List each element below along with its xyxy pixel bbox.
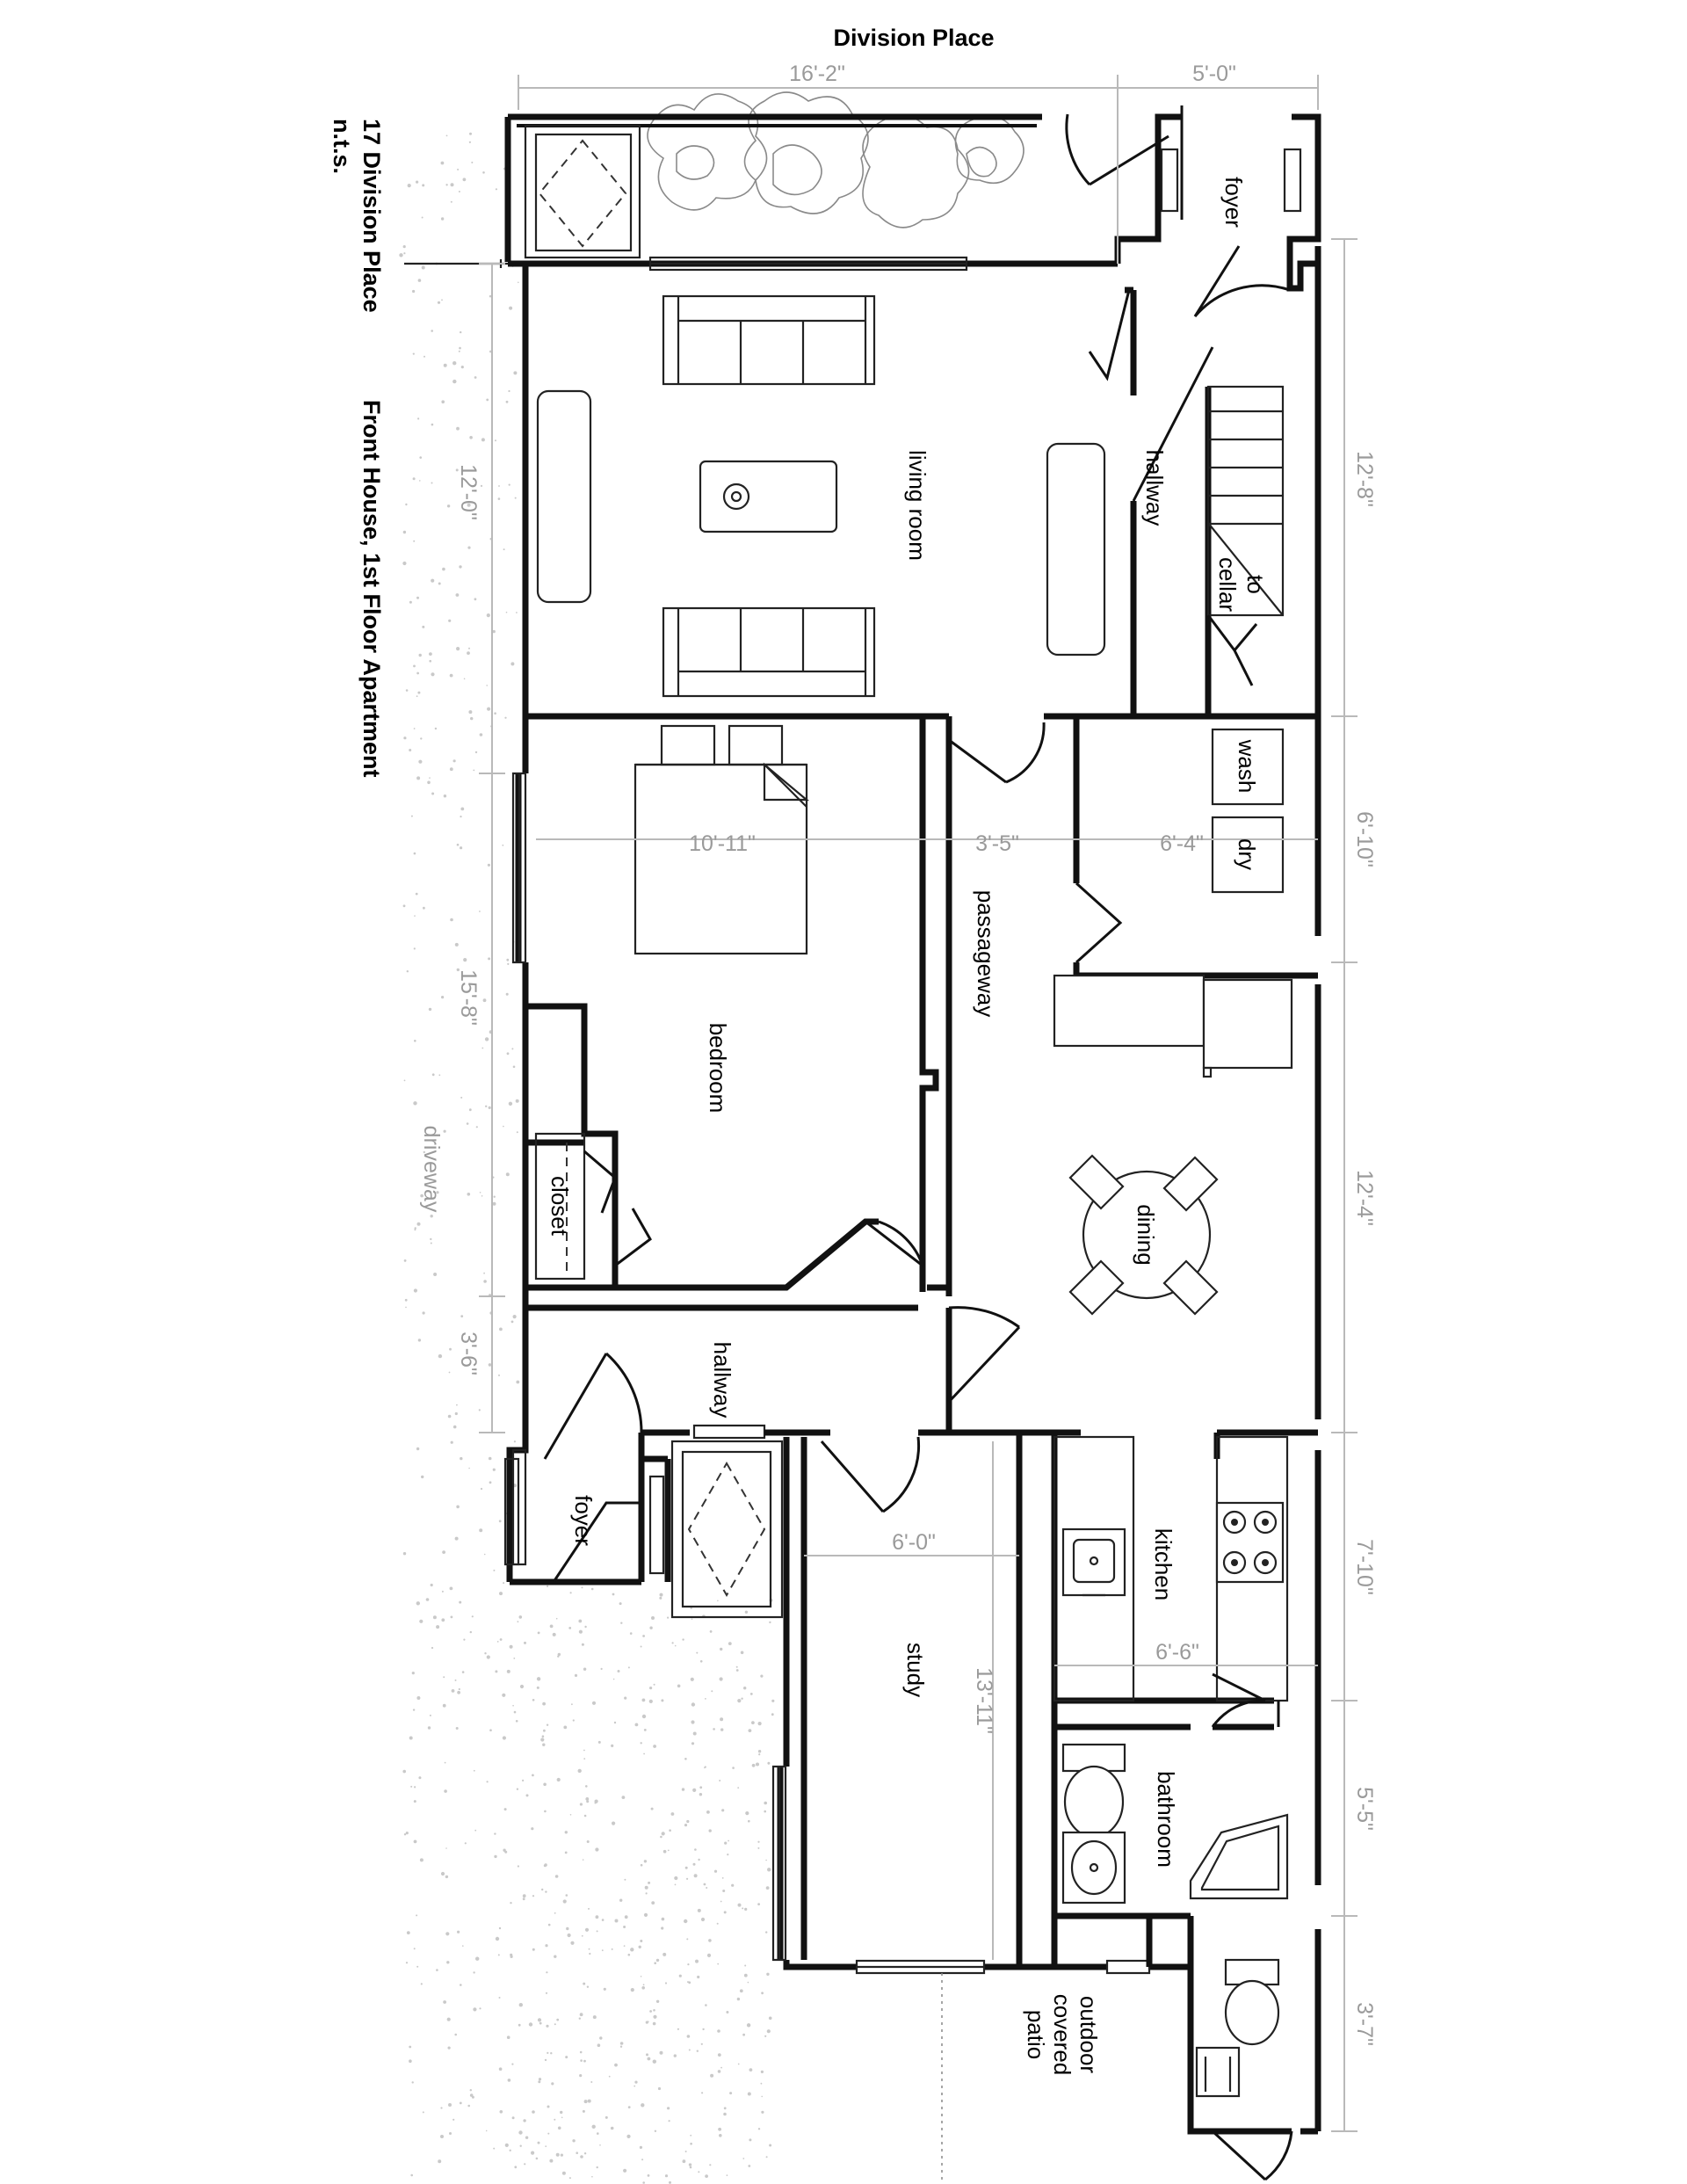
side-foyer-door <box>503 1352 665 1583</box>
dimension-left-2: 15'-8" <box>456 969 481 1026</box>
stove-icon <box>1215 1501 1285 1584</box>
cellar-door <box>1206 614 1258 686</box>
room-label-hallway-front: hallway <box>1141 450 1168 526</box>
toilet-icon <box>1061 1743 1126 1839</box>
room-label-passageway: passageway <box>973 890 999 1018</box>
window-well <box>524 124 641 259</box>
closet <box>534 1132 652 1281</box>
title-block: 17 Division Place n.t.s. Front House, 1s… <box>329 119 385 778</box>
room-label-outdoor: outdoor <box>1075 1996 1102 2074</box>
dimension-left-3: 3'-6" <box>456 1331 481 1375</box>
stairs-icon <box>1206 385 1285 617</box>
dining-table-icon <box>1068 1154 1219 1316</box>
title-line-3: Front House, 1st Floor Apartment <box>358 400 385 778</box>
armchair-bench <box>536 389 1106 657</box>
window <box>511 256 1151 1975</box>
dimension-right-5: 5'-5" <box>1352 1787 1377 1831</box>
dimension-right-6: 3'-7" <box>1352 2002 1377 2046</box>
room-label-covered: covered <box>1049 1994 1075 2076</box>
laundry-door <box>1075 882 1123 964</box>
title-line-1: 17 Division Place <box>358 119 385 313</box>
street-label: Division Place <box>833 25 994 51</box>
front-foyer-door <box>1065 105 1302 502</box>
dimension-right-4: 7'-10" <box>1352 1539 1377 1595</box>
dimension-lines <box>479 75 1358 2132</box>
dimension-bedroom-width: 10'-11" <box>689 831 756 856</box>
sofa-icon <box>662 294 876 386</box>
title-line-2: n.t.s. <box>329 119 355 174</box>
room-label-dry: dry <box>1234 838 1260 870</box>
study-door <box>820 1436 921 1513</box>
hallway-door <box>947 1306 1021 1404</box>
exterior-walls <box>504 113 1321 2135</box>
room-label-to: to <box>1242 575 1269 594</box>
washer-dryer <box>1211 728 1285 894</box>
dimension-top-main: 16'-2" <box>789 62 845 86</box>
kitchen-door <box>1211 1672 1280 1728</box>
toilet-icon <box>1224 1958 1280 2046</box>
room-label-wash: wash <box>1234 739 1260 794</box>
ground-texture <box>399 132 775 2184</box>
sink-icon <box>1195 2046 1241 2098</box>
plant-icon <box>647 91 1025 229</box>
dimension-right-2: 6'-10" <box>1352 811 1377 867</box>
dimension-top-side: 5'-0" <box>1192 62 1236 86</box>
dimension-study-width: 6'-0" <box>892 1530 936 1555</box>
dimension-laundry-width: 6'-4" <box>1160 831 1204 856</box>
room-label-foyer-front: foyer <box>1220 177 1247 228</box>
dimension-study-length: 13'-11" <box>972 1667 996 1734</box>
room-label-bedroom: bedroom <box>705 1023 731 1114</box>
driveway-label: driveway <box>419 1126 444 1213</box>
room-label-study: study <box>902 1643 929 1697</box>
room-label-cellar: cellar <box>1214 557 1241 612</box>
room-label-living-room: living room <box>904 450 930 561</box>
sink-icon <box>1061 1527 1126 1597</box>
bed-icon <box>634 724 810 955</box>
outdoor-bath-door <box>1211 2130 1293 2181</box>
shower <box>1189 1813 1289 1900</box>
dimension-kitchen-width: 6'-6" <box>1155 1640 1199 1665</box>
dimension-left-1: 12'-0" <box>456 464 481 520</box>
window-well <box>670 1440 784 1619</box>
dimension-right-3: 12'-4" <box>1352 1170 1377 1226</box>
fridge-cabinet <box>1053 974 1293 1078</box>
room-label-foyer-side: foyer <box>570 1495 597 1546</box>
room-label-dining: dining <box>1133 1204 1159 1265</box>
coffee-table-icon <box>699 460 838 533</box>
dimension-right-1: 12'-8" <box>1352 451 1377 507</box>
room-label-closet: closet <box>547 1176 573 1237</box>
sofa-icon <box>662 606 876 698</box>
room-label-patio: patio <box>1023 2010 1049 2059</box>
room-label-bathroom: bathroom <box>1153 1771 1179 1868</box>
room-label-kitchen: kitchen <box>1150 1528 1177 1600</box>
sink-icon <box>1061 1831 1126 1905</box>
bedroom-door <box>865 1220 924 1267</box>
room-label-hallway-rear: hallway <box>709 1342 735 1419</box>
living-room-door <box>948 722 1046 784</box>
dimension-passage-width: 3'-5" <box>975 831 1019 856</box>
